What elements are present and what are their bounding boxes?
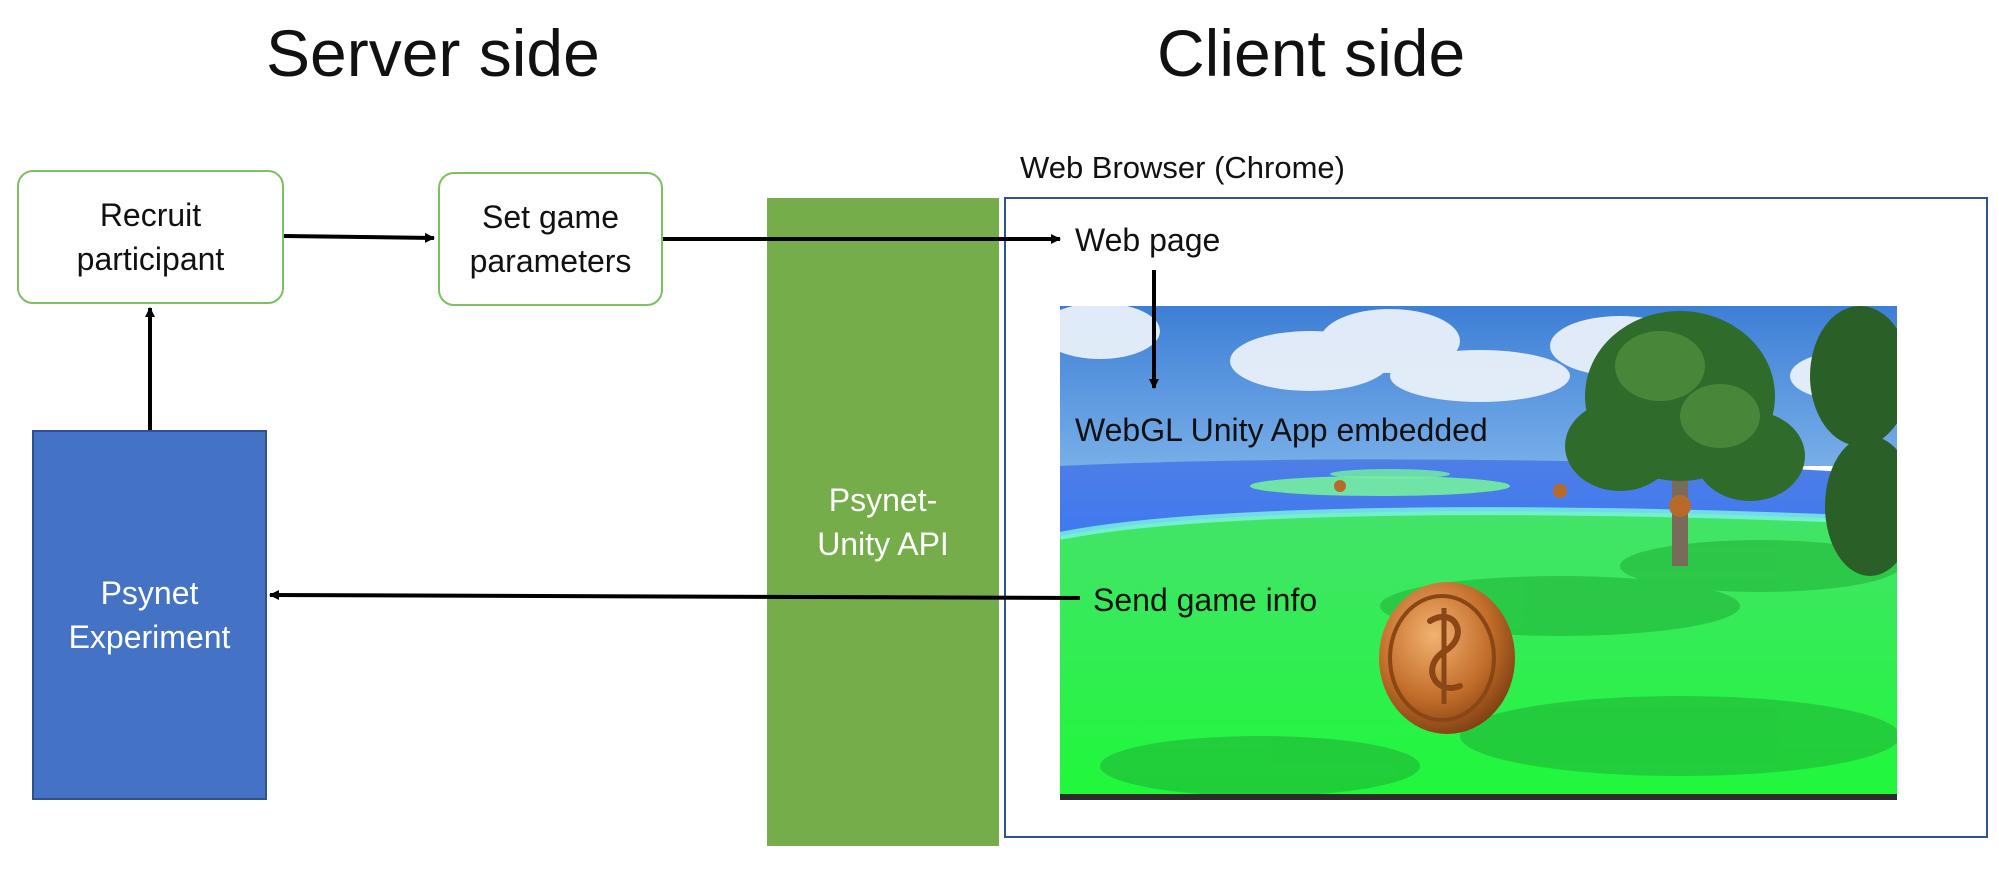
psynet-experiment-box: Psynet Experiment	[32, 430, 267, 800]
arrow-recruit-to-set-params	[283, 232, 435, 243]
send-game-info-label: Send game info	[1093, 582, 1318, 618]
set-game-parameters-box: Set game parameters	[438, 172, 663, 306]
psynet-unity-api-label: Psynet-Unity API	[817, 482, 949, 562]
game-scene-image	[1060, 306, 1897, 800]
web-browser-frame	[1004, 197, 1988, 838]
client-side-heading: Client side	[1157, 16, 1466, 90]
unity-game-screenshot	[1060, 306, 1897, 800]
set-game-parameters-label: Set game parameters	[469, 199, 632, 279]
webgl-unity-app-label: WebGL Unity App embedded	[1075, 412, 1488, 448]
tree-icon	[1565, 306, 1897, 576]
server-side-heading: Server side	[266, 16, 600, 90]
recruit-participant-box: Recruit participant	[17, 170, 284, 304]
psynet-experiment-label: Psynet Experiment	[68, 575, 231, 655]
psynet-unity-api-band: Psynet-Unity API	[767, 198, 999, 846]
web-page-label: Web page	[1075, 222, 1221, 258]
dollar-coin-icon	[1379, 582, 1515, 734]
web-browser-label: Web Browser (Chrome)	[1020, 150, 1346, 185]
recruit-participant-label: Recruit participant	[76, 197, 225, 277]
